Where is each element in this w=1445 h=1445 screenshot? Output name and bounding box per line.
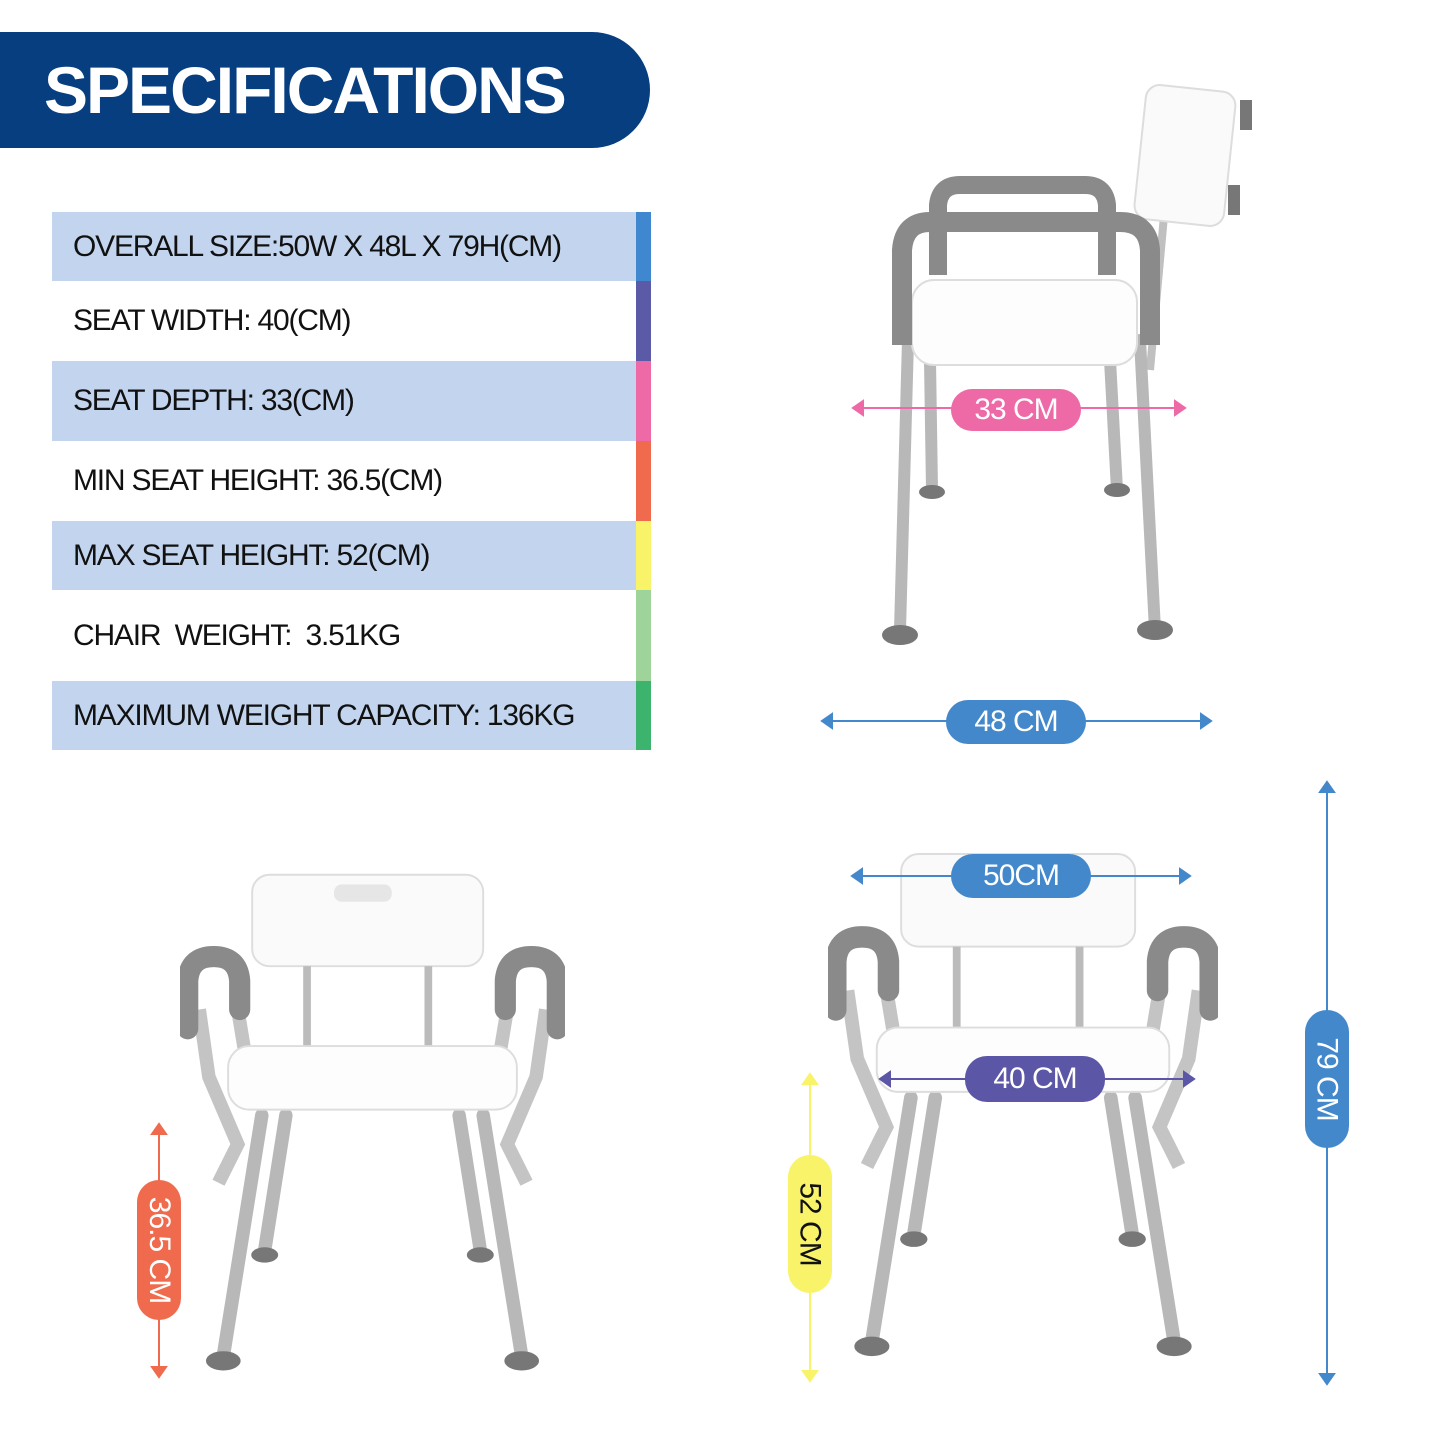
height-label: 79 CM xyxy=(1305,1010,1349,1148)
spec-row-seat-width: SEAT WIDTH: 40(CM) xyxy=(52,281,651,361)
spec-label: SEAT WIDTH: 40(CM) xyxy=(73,304,352,337)
color-stripe xyxy=(636,521,651,590)
color-stripe xyxy=(636,281,651,361)
seat-width-label: 40 CM xyxy=(965,1056,1105,1102)
page-title: SPECIFICATIONS xyxy=(44,53,567,127)
color-stripe xyxy=(636,681,651,750)
spec-label: OVERALL SIZE:50W X 48L X 79H(CM) xyxy=(73,229,562,263)
spec-label: SEAT DEPTH: 33(CM) xyxy=(73,384,355,417)
min-seat-label-text: 36.5 CM xyxy=(143,1196,177,1304)
spec-label: MAXIMUM WEIGHT CAPACITY: 136KG xyxy=(73,698,576,732)
spec-row-seat-depth: SEAT DEPTH: 33(CM) xyxy=(52,361,651,441)
spec-label: CHAIR WEIGHT: 3.51KG xyxy=(73,618,401,652)
color-stripe xyxy=(636,212,651,281)
depth-label: 33 CM xyxy=(951,389,1081,431)
width-label: 50CM xyxy=(951,854,1091,898)
spec-row-max-seat-height: MAX SEAT HEIGHT: 52(CM) xyxy=(52,521,651,590)
max-seat-label-text: 52 CM xyxy=(794,1182,828,1266)
spec-label: MAX SEAT HEIGHT: 52(CM) xyxy=(73,538,431,572)
height-label-text: 79 CM xyxy=(1311,1037,1345,1121)
spec-row-min-seat-height: MIN SEAT HEIGHT: 36.5(CM) xyxy=(52,441,651,521)
min-seat-label: 36.5 CM xyxy=(137,1180,181,1320)
max-seat-label: 52 CM xyxy=(788,1155,832,1293)
chair-front-view-min xyxy=(188,875,558,1371)
specifications-banner: SPECIFICATIONS xyxy=(0,32,650,148)
color-stripe xyxy=(636,441,651,521)
chair-side-view xyxy=(882,84,1252,645)
color-stripe xyxy=(636,590,651,681)
color-stripe xyxy=(636,361,651,441)
spec-row-overall-size: OVERALL SIZE:50W X 48L X 79H(CM) xyxy=(52,212,651,281)
spec-row-chair-weight: CHAIR WEIGHT: 3.51KG xyxy=(52,590,651,681)
spec-label: MIN SEAT HEIGHT: 36.5(CM) xyxy=(73,464,443,497)
spec-table: OVERALL SIZE:50W X 48L X 79H(CM) SEAT WI… xyxy=(52,212,651,750)
chair-front-view-max xyxy=(836,854,1210,1356)
spec-row-max-capacity: MAXIMUM WEIGHT CAPACITY: 136KG xyxy=(52,681,651,750)
length-label: 48 CM xyxy=(946,700,1086,744)
